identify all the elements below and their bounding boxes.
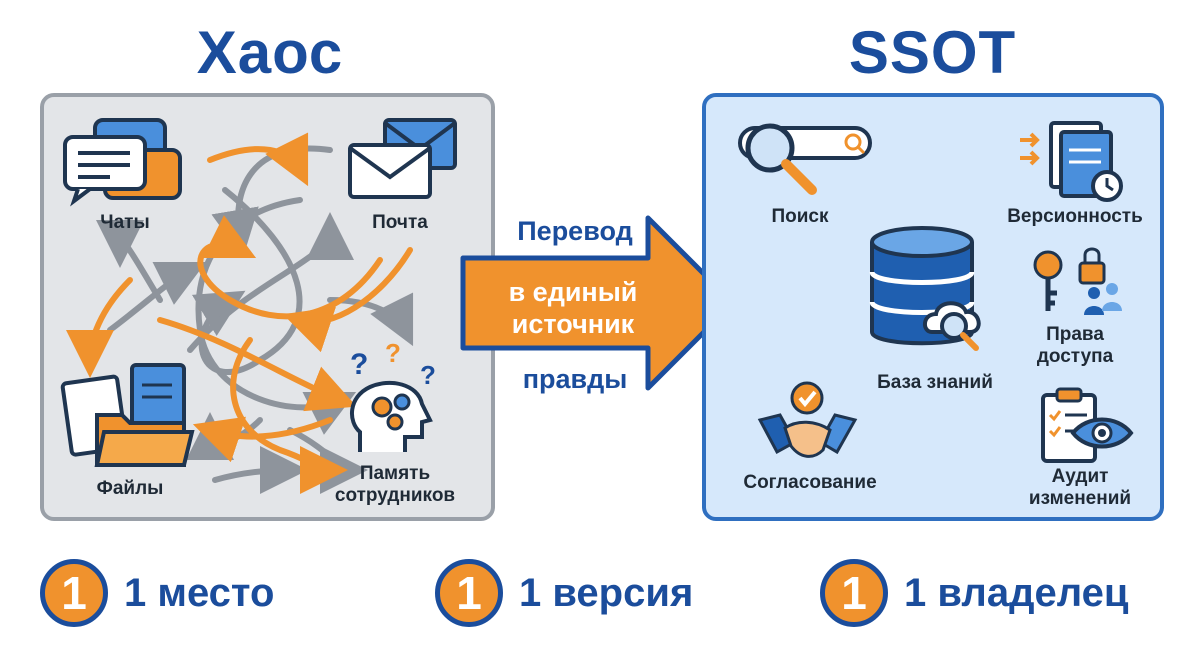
ssot-heading: SSOT bbox=[848, 19, 1017, 86]
orange-arrow bbox=[282, 247, 413, 353]
badge-one-version: 1 1 версия bbox=[435, 553, 693, 633]
label-access-2: доступа bbox=[1036, 346, 1114, 367]
label-search: Поиск bbox=[771, 206, 829, 227]
transition-bottom-text: правды bbox=[522, 364, 628, 394]
badge-text: 1 место bbox=[124, 570, 275, 615]
label-access-1: Права bbox=[1046, 324, 1104, 345]
badge-number: 1 bbox=[40, 559, 108, 627]
chaos-heading: Хаос bbox=[196, 19, 344, 86]
gray-arrow bbox=[211, 145, 333, 258]
label-approval: Согласование bbox=[743, 472, 877, 493]
label-memory-1: Память bbox=[359, 463, 431, 484]
document-versions-icon bbox=[1020, 121, 1123, 202]
chat-bubbles-icon bbox=[63, 118, 182, 207]
files-folder-icon bbox=[60, 363, 195, 467]
search-magnifier-icon bbox=[738, 123, 872, 195]
badge-one-owner: 1 1 владелец bbox=[820, 553, 1128, 633]
head-gears-question-icon: ? ? ? bbox=[349, 338, 436, 452]
badge-number: 1 bbox=[435, 559, 503, 627]
orange-arrow bbox=[157, 317, 357, 412]
handshake-check-icon bbox=[757, 381, 858, 458]
label-memory-2: сотрудников bbox=[334, 485, 456, 506]
label-audit-1: Аудит bbox=[1051, 466, 1109, 487]
svg-text:?: ? bbox=[420, 360, 436, 390]
big-orange-arrow bbox=[460, 215, 736, 391]
label-versioning: Версионность bbox=[1007, 206, 1143, 227]
orange-arrow bbox=[192, 416, 333, 463]
transition-middle-1: в единый bbox=[508, 277, 638, 307]
label-audit-2: изменений bbox=[1028, 488, 1132, 509]
badge-text: 1 версия bbox=[519, 570, 694, 615]
checklist-eye-icon bbox=[1041, 387, 1134, 463]
label-chats: Чаты bbox=[100, 212, 150, 233]
svg-text:?: ? bbox=[385, 338, 401, 368]
gray-arrow bbox=[187, 212, 354, 353]
label-files: Файлы bbox=[96, 478, 164, 499]
orange-arrow bbox=[207, 132, 309, 187]
mail-envelope-icon bbox=[348, 118, 457, 199]
gray-arrow bbox=[107, 261, 207, 333]
orange-arrow bbox=[230, 337, 348, 494]
badge-one-place: 1 1 место bbox=[40, 553, 274, 633]
badge-number: 1 bbox=[820, 559, 888, 627]
transition-middle-2: источник bbox=[511, 309, 635, 339]
orange-arrow bbox=[197, 215, 383, 320]
badge-text: 1 владелец bbox=[904, 570, 1129, 615]
key-lock-people-icon bbox=[1033, 247, 1122, 315]
database-cloud-icon bbox=[869, 226, 981, 351]
label-mail: Почта bbox=[372, 212, 428, 233]
gray-arrow bbox=[96, 219, 163, 303]
label-knowledge-base: База знаний bbox=[877, 372, 993, 393]
gray-arrow bbox=[212, 446, 308, 495]
orange-arrow bbox=[66, 277, 133, 378]
svg-text:?: ? bbox=[350, 348, 368, 381]
transition-top-text: Перевод bbox=[517, 216, 633, 246]
